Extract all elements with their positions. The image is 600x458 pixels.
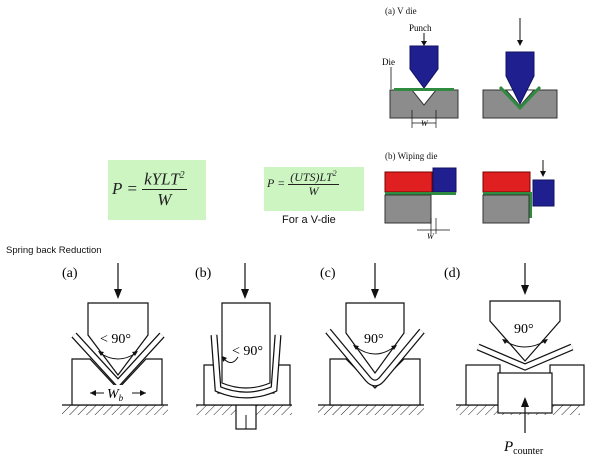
panel-c-base — [318, 405, 424, 415]
panel-c-label: (c) — [320, 266, 336, 281]
v-die-note: For a V-die — [282, 214, 336, 226]
wiping-punch-left — [432, 167, 457, 193]
counter-force-label: Pcounter — [503, 439, 544, 457]
wiping-die-caption: (b) Wiping die — [385, 151, 438, 161]
wiping-die-diagram: W — [384, 160, 555, 241]
formula-v-die-box: P = (UTS)LT2 W — [264, 167, 364, 211]
panel-b-punch — [221, 302, 271, 389]
panel-d-die-right — [549, 364, 585, 406]
panel-c-angle: 90° — [364, 332, 384, 347]
panel-d-label: (d) — [444, 266, 461, 281]
panel-b-sheet — [211, 334, 281, 398]
panel-a-width-label: Wb — [107, 387, 124, 403]
panel-a-base — [62, 405, 168, 415]
panel-c-punch — [345, 302, 405, 375]
wiping-sheet-right-flange — [529, 192, 532, 218]
pressure-pad-right — [482, 171, 531, 193]
wiping-punch-right — [532, 179, 555, 207]
sheet-flat — [394, 88, 454, 91]
wiping-die-left — [384, 194, 432, 224]
punch-left — [409, 45, 439, 89]
panel-d-die-left — [465, 364, 501, 406]
panel-b: < 90° — [196, 263, 292, 430]
panel-a: < 90° Wb — [62, 263, 168, 415]
wiping-die-right — [482, 194, 530, 224]
panel-d-angle: 90° — [514, 322, 534, 337]
springback-title: Spring back Reduction — [6, 245, 102, 256]
springback-diagrams: (a) (b) (c) (d) < 90° Wb < 90° — [62, 263, 585, 457]
punch-label: Punch — [409, 23, 432, 33]
wiping-width-label: W — [427, 232, 435, 241]
wiping-sheet-left — [385, 192, 456, 195]
v-die-caption: (a) V die — [385, 6, 417, 16]
formula-v-die: P = (UTS)LT2 W — [267, 169, 339, 199]
panel-d-sheet — [477, 344, 573, 370]
panel-b-angle: < 90° — [232, 344, 263, 359]
formula-general-box: P = kYLT2 W — [108, 160, 206, 220]
panel-d: 90° Pcounter — [456, 263, 585, 457]
punch-right — [505, 51, 535, 106]
formula-general: P = kYLT2 W — [112, 169, 187, 210]
panel-c-sheet — [326, 329, 424, 386]
panel-a-sheet — [72, 333, 164, 387]
v-die-diagram: Punch Die W — [382, 18, 558, 128]
die-label: Die — [382, 57, 395, 67]
panel-a-angle: < 90° — [100, 332, 131, 347]
panel-b-label: (b) — [195, 266, 212, 281]
pressure-pad-left — [384, 171, 433, 193]
panel-c: 90° — [318, 263, 425, 415]
width-label: W — [421, 119, 429, 128]
sheet-bent — [498, 85, 542, 111]
panel-a-label: (a) — [62, 266, 78, 281]
punch-label-arrow-head — [421, 41, 427, 46]
panel-d-punch — [489, 300, 561, 362]
